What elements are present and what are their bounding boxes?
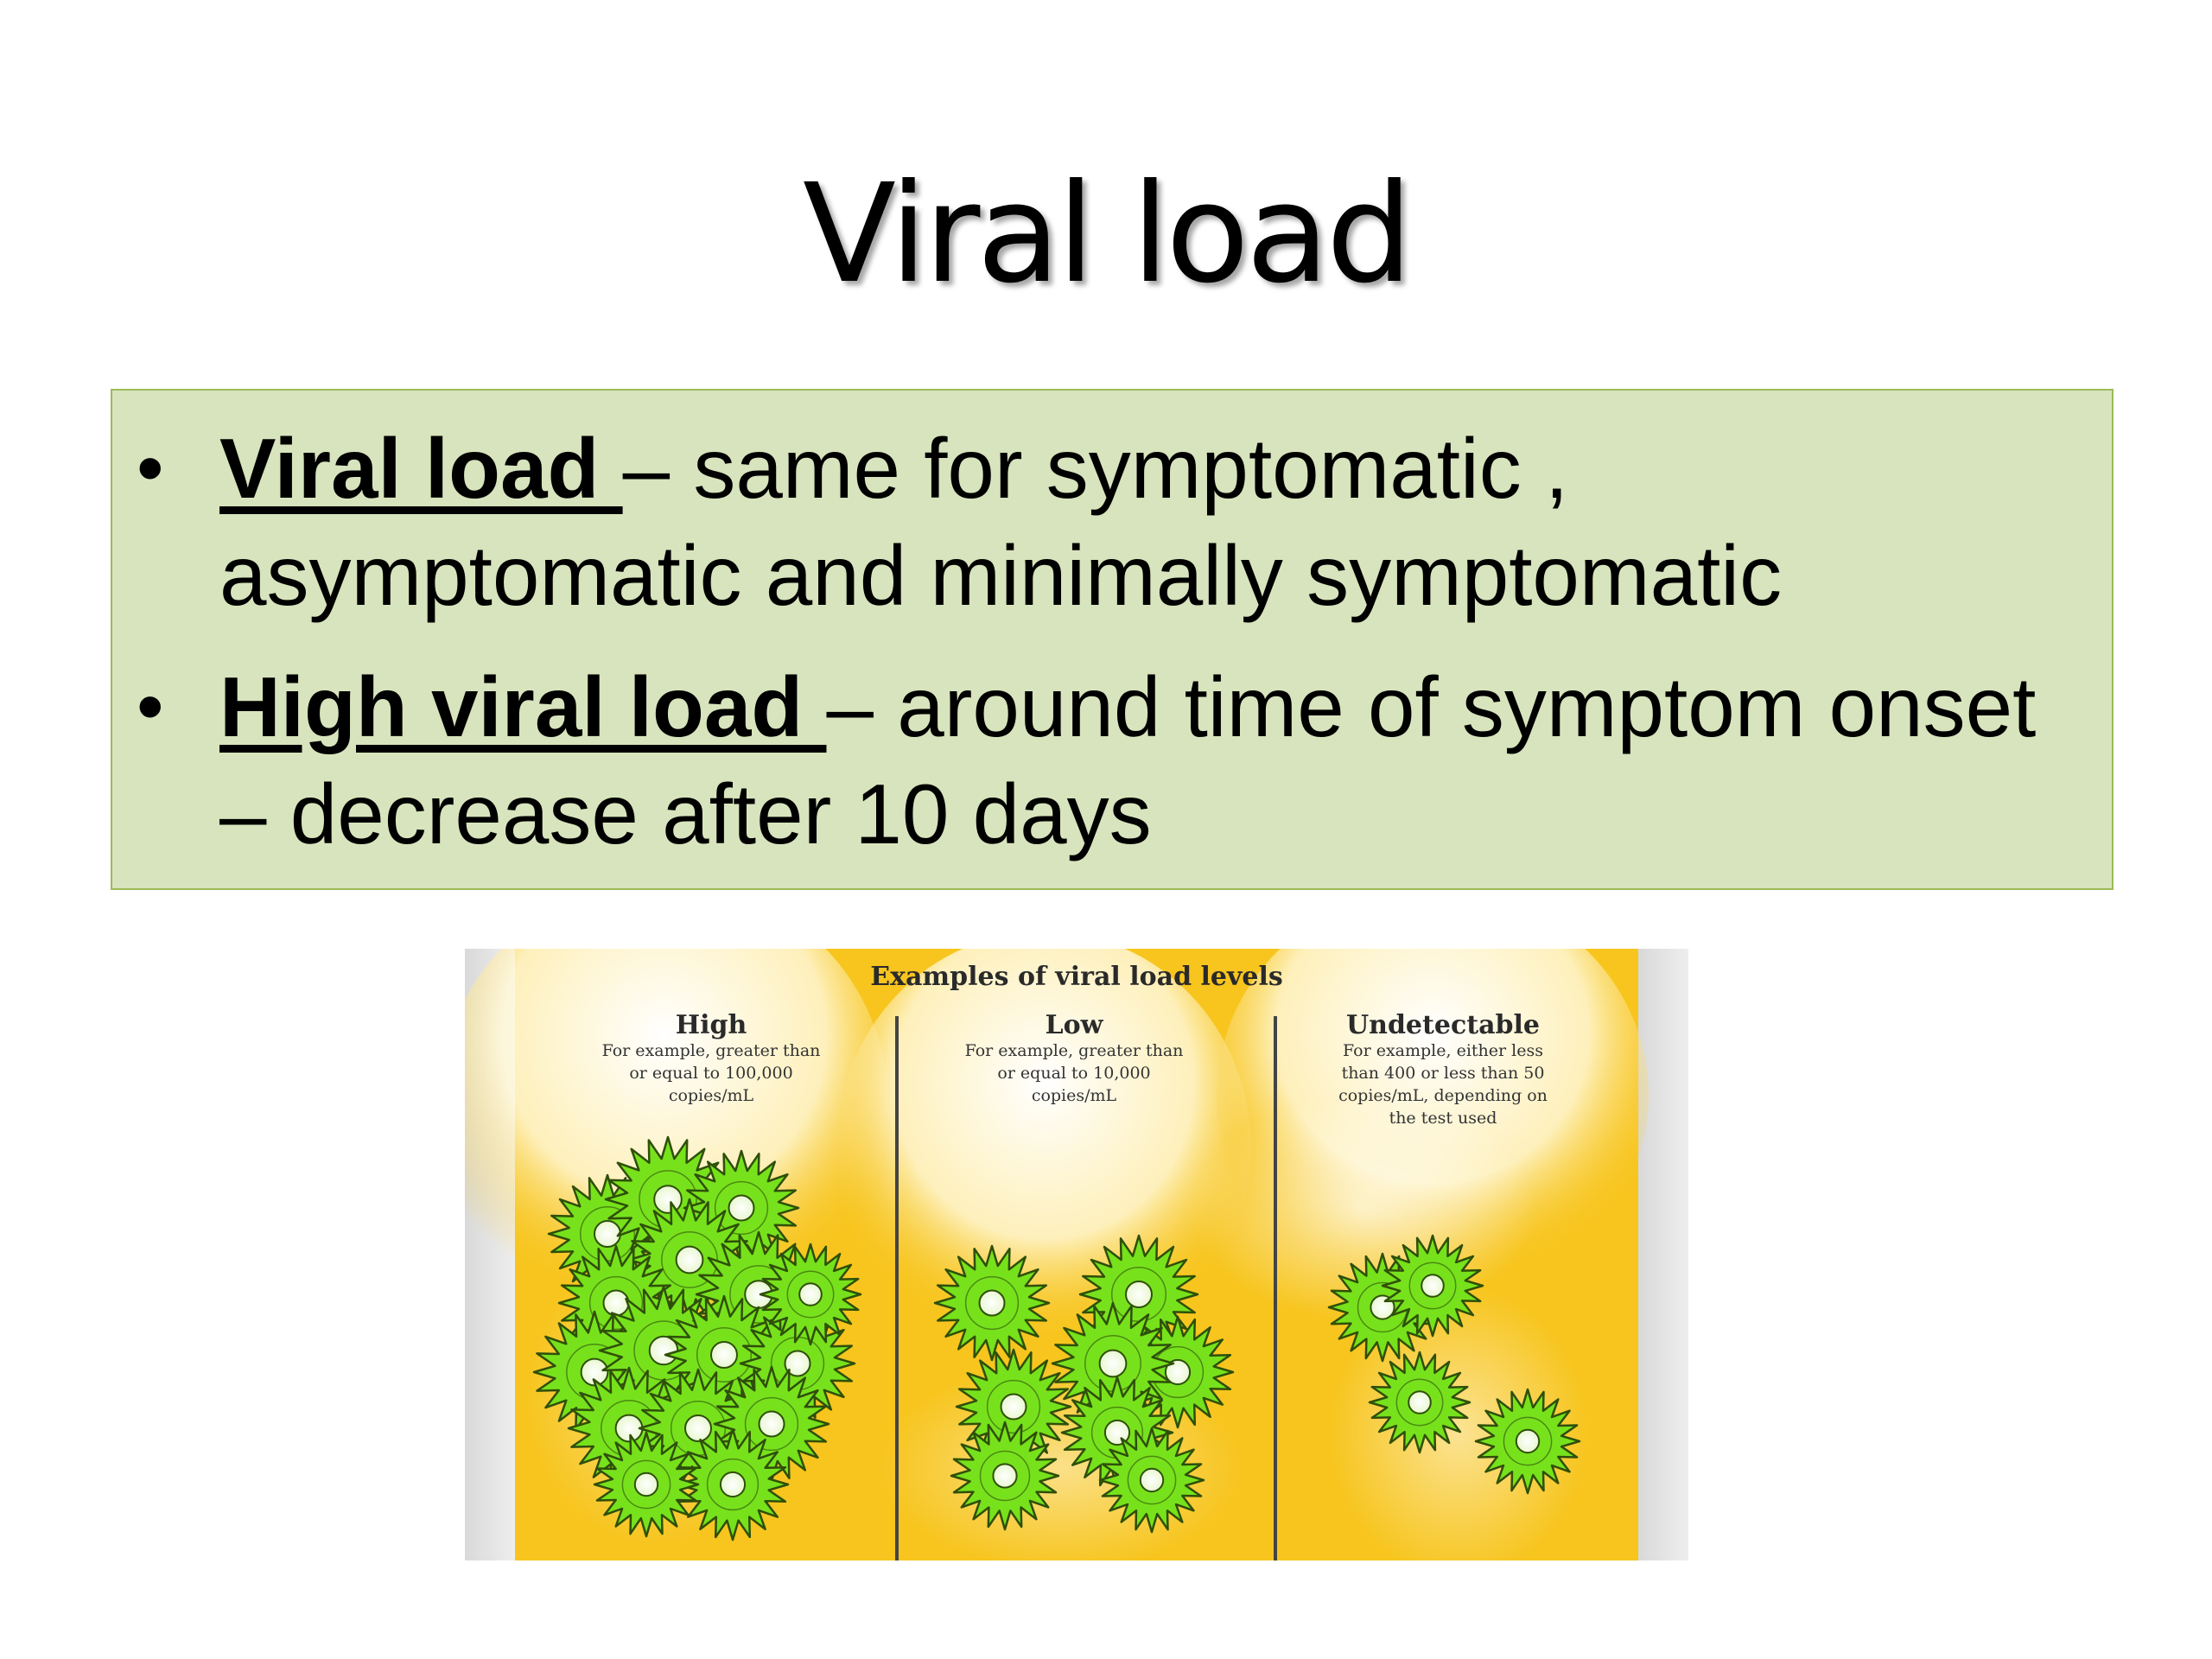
virus-layer <box>532 1135 1581 1541</box>
viral-load-figure-svg: Examples of viral load levels High Low U… <box>439 880 1688 1580</box>
wash <box>1329 1286 1588 1580</box>
panel-caption-line: For example, greater than <box>965 1041 1184 1060</box>
virus-icon <box>933 1244 1051 1362</box>
viral-load-figure: Examples of viral load levels High Low U… <box>439 880 1688 1580</box>
figure-title: Examples of viral load levels <box>870 962 1283 992</box>
panel-heading-undetectable: Undetectable <box>1346 1010 1540 1040</box>
bullet-text: High viral load – around time of symptom… <box>219 653 2077 868</box>
panel-heading-low: Low <box>1046 1010 1104 1040</box>
panel-caption-line: or equal to 100,000 <box>629 1064 792 1083</box>
virus-icon <box>1381 1234 1484 1338</box>
virus-icon <box>1368 1351 1471 1454</box>
panel-caption-line: For example, greater than <box>602 1041 821 1060</box>
bullet-text: Viral load – same for symptomatic , asym… <box>219 415 2077 629</box>
virus-icon <box>676 1427 790 1541</box>
bullet-term: High viral load <box>219 659 827 754</box>
virus-icon <box>627 1198 752 1322</box>
panel-caption-line: copies/mL <box>1032 1086 1117 1105</box>
panel-caption-line: than 400 or less than 50 <box>1342 1064 1545 1083</box>
panel-caption-line: the test used <box>1389 1109 1497 1128</box>
bullet-dot-icon: • <box>137 664 164 750</box>
virus-icon <box>950 1421 1060 1531</box>
panel-caption-line: copies/mL, depending on <box>1338 1086 1548 1105</box>
bullet-body: – around time of symptom onset – decreas… <box>219 659 2037 861</box>
panel-caption-line: or equal to 10,000 <box>997 1064 1150 1083</box>
bullet-box: • Viral load – same for symptomatic , as… <box>111 389 2113 890</box>
panel-caption-line: For example, either less <box>1343 1041 1543 1060</box>
virus-icon <box>955 1348 1072 1465</box>
virus-icon <box>759 1243 862 1346</box>
bullet-term: Viral load <box>219 421 623 516</box>
virus-icon <box>1098 1427 1205 1534</box>
virus-icon <box>683 1149 800 1267</box>
figure-right-edge <box>1638 949 1688 1560</box>
bullet-dot-icon: • <box>137 425 164 512</box>
slide-title: Viral load <box>802 155 1413 314</box>
virus-icon <box>593 1431 700 1538</box>
panel-caption-line: copies/mL <box>669 1086 754 1105</box>
bullet-body: – same for symptomatic , asymptomatic an… <box>219 421 1783 623</box>
panel-heading-high: High <box>676 1010 747 1040</box>
virus-icon <box>1474 1388 1581 1495</box>
